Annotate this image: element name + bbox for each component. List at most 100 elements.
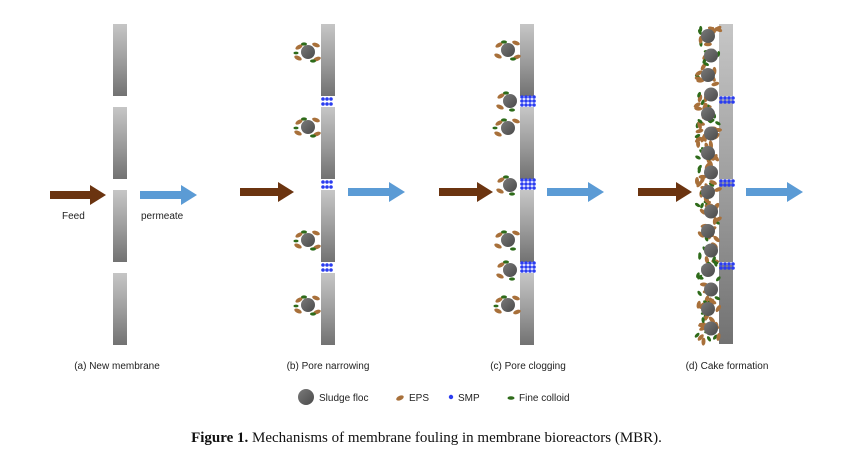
sludge-floc [704,321,718,336]
sludge-floc [704,165,718,180]
eps-particle [702,103,708,111]
sludge-flocs [492,40,521,315]
fine-colloid-particle [694,332,700,338]
panel-d-cake-formation: (d) Cake formation [638,24,803,372]
fine-colloid-particle [715,121,721,126]
fine-colloid-particle [712,256,716,263]
eps-particle [715,304,722,313]
permeate-arrow [547,182,604,202]
eps-particle [713,235,720,243]
sludge-floc [704,48,718,63]
eps-particle [695,70,703,76]
eps-particle [703,197,710,204]
legend: Sludge floc EPS SMP Fine colloid [298,389,570,405]
eps-particle [694,76,703,81]
cake-layer [693,25,723,346]
eps-particle [697,231,705,238]
fine-colloid-particle [696,272,700,279]
fine-colloid-particle [695,155,701,160]
legend-label: EPS [409,393,429,404]
panel-label-c: (c) Pore clogging [490,361,566,372]
legend-label: Fine colloid [519,393,570,404]
eps-particle [700,135,706,143]
fouling-diagram: Feed permeate (a) New membrane [50,24,803,405]
sludge-floc [704,243,718,258]
sludge-floc-icon [298,389,314,405]
eps-particle [693,102,701,108]
smp-deposits [321,97,333,272]
sludge-floc [704,204,718,219]
permeate-label: permeate [141,211,184,222]
fine-colloid-particle [703,62,709,67]
fine-colloid-particle [697,290,702,297]
sludge-floc [701,29,715,43]
feed-arrow [638,182,692,202]
permeate-arrow [746,182,803,202]
legend-label: SMP [458,393,480,404]
eps-particle [696,300,701,309]
fine-colloid-particle [697,119,703,124]
sludge-flocs [293,42,321,316]
figure-caption: Figure 1. Mechanisms of membrane fouling… [0,430,853,447]
membrane-segments [113,24,127,345]
permeate-arrow [348,182,405,202]
caption-text: Mechanisms of membrane fouling in membra… [248,430,662,446]
eps-particle [713,154,720,162]
eps-particle [714,187,722,192]
smp-icon [448,394,454,400]
eps-particle [714,27,723,33]
feed-label: Feed [62,211,85,222]
eps-particle [711,81,720,87]
fine-colloid-particle [697,91,702,98]
fine-colloid-particle [697,29,702,35]
sludge-floc [701,302,715,316]
eps-particle [701,337,706,346]
eps-particle [716,332,721,341]
legend-item-eps: EPS [396,393,429,404]
fine-colloid-particle [701,317,705,324]
fine-colloid-icon [507,396,515,400]
sludge-floc [701,185,715,199]
feed-arrow [240,182,294,202]
membrane-segments [520,24,534,345]
sludge-floc [704,126,718,141]
feed-arrow [439,182,493,202]
fine-colloid-particle [708,182,715,187]
fine-colloid-particle [694,133,701,139]
panel-b-pore-narrowing: (b) Pore narrowing [240,24,405,372]
smp-deposits [719,96,735,270]
panel-label-d: (d) Cake formation [686,361,769,372]
fine-colloid-particle [715,276,721,282]
eps-particle [700,175,705,184]
eps-particle [695,128,704,134]
panel-label-a: (a) New membrane [74,361,160,372]
fine-colloid-particle [694,202,701,208]
sludge-floc [701,263,715,277]
sludge-floc [701,68,715,82]
legend-label: Sludge floc [319,393,368,404]
fine-colloid-particle [697,276,704,280]
permeate-arrow [140,185,197,205]
caption-prefix: Figure 1. [191,430,249,446]
membrane-segments [321,24,335,345]
smp-deposits [520,95,536,273]
feed-arrow [50,185,106,205]
eps-particle [703,42,712,47]
eps-particle [708,316,716,323]
legend-item-sludge-floc: Sludge floc [298,389,368,405]
sludge-floc [701,146,715,160]
eps-particle [697,334,704,341]
sludge-floc [704,87,718,102]
eps-icon [396,395,404,401]
eps-particle [697,121,702,130]
panel-a-new-membrane: Feed permeate (a) New membrane [50,24,197,372]
legend-item-fine-colloid: Fine colloid [507,393,570,404]
fine-colloid-particle [700,202,704,209]
eps-particle [712,216,717,225]
eps-particle [694,106,703,111]
fine-colloid-particle [706,336,712,342]
eps-particle [698,322,706,327]
fine-colloid-particle [698,252,702,259]
sludge-floc [704,282,718,297]
fine-colloid-particle [712,334,718,340]
